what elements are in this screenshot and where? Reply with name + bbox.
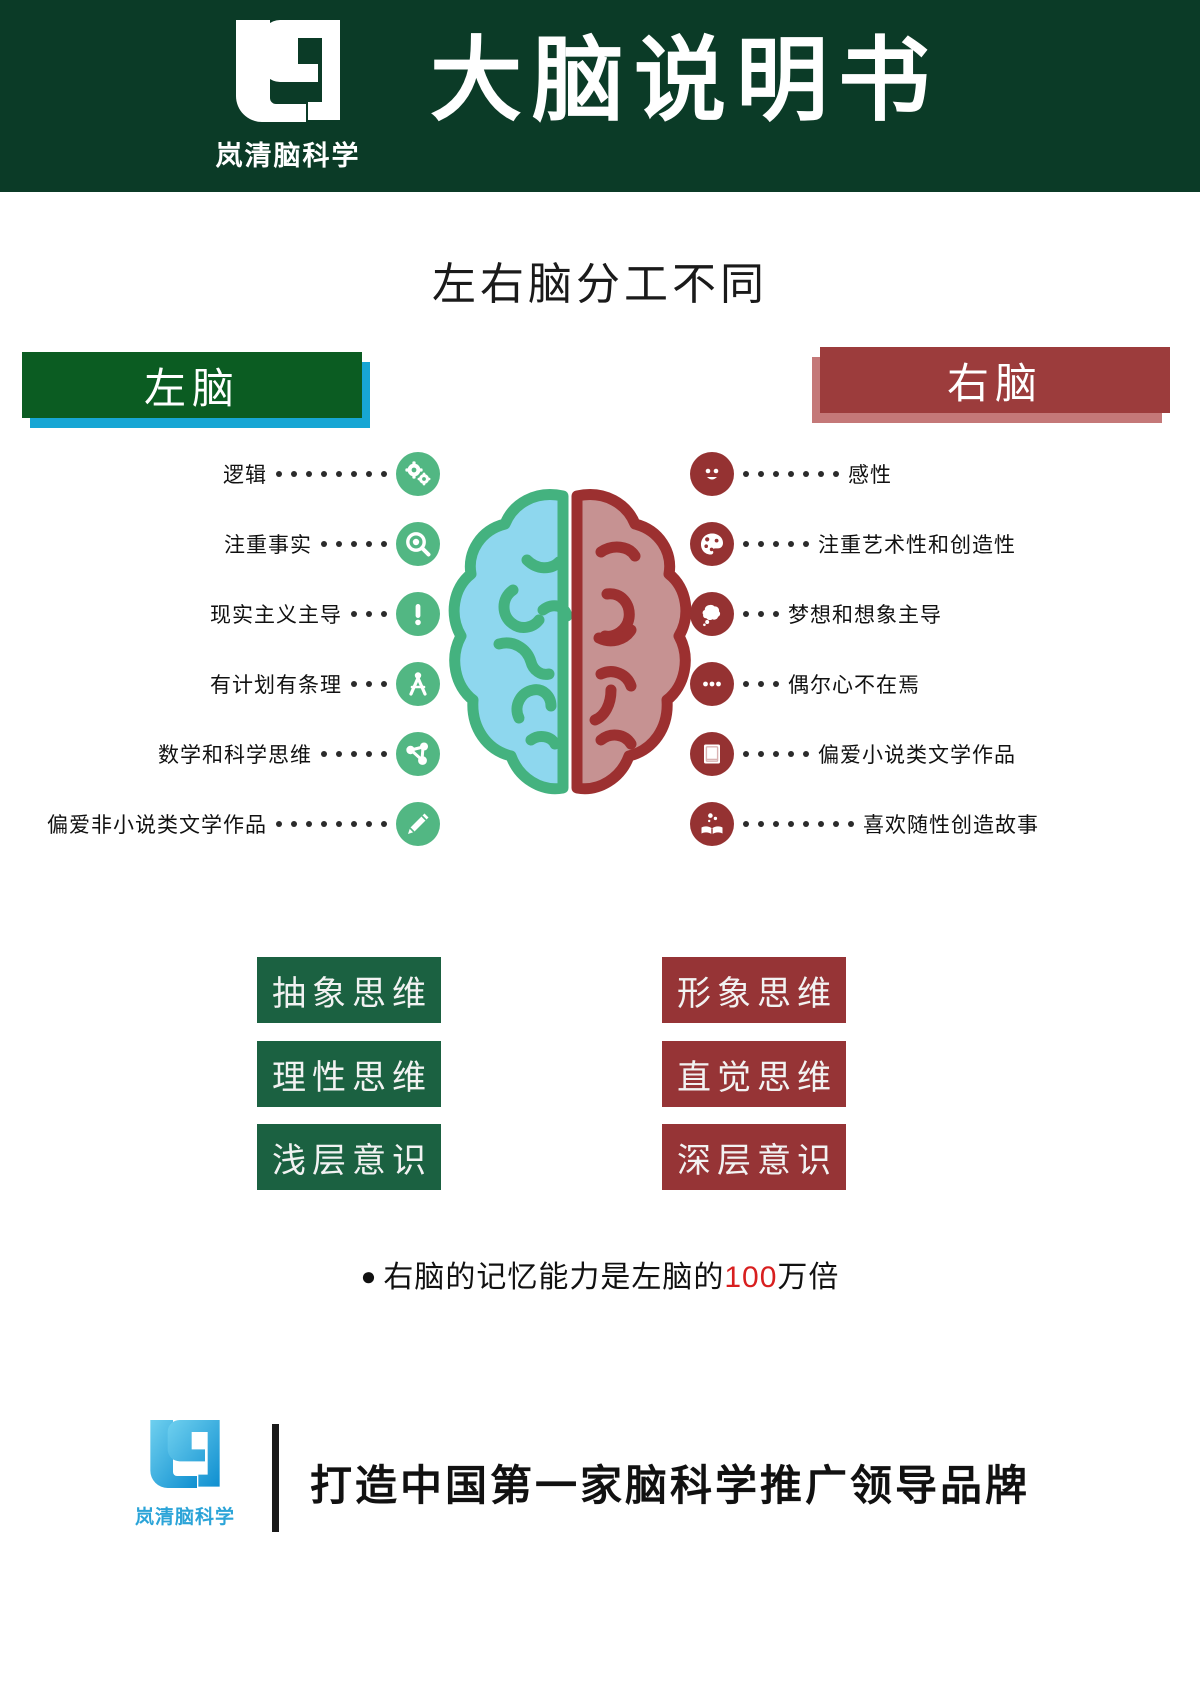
trait-label: 注重事实 — [224, 534, 312, 557]
trait-row: 喜欢随性创造故事 — [690, 790, 1190, 858]
trait-label: 偏爱小说类文学作品 — [818, 744, 1016, 767]
left-thinking-box: 理性思维 — [257, 1041, 441, 1107]
ellipsis-icon — [690, 662, 734, 706]
right-thinking-box: 直觉思维 — [662, 1041, 846, 1107]
footer-divider — [272, 1424, 279, 1532]
leader-dots — [743, 751, 809, 757]
trait-row: 偏爱非小说类文学作品 — [0, 790, 440, 858]
pencil-icon — [396, 802, 440, 846]
left-brain-traits: 逻辑 — [0, 440, 440, 860]
exclamation-icon — [396, 592, 440, 636]
page-title: 大脑说明书 — [430, 30, 941, 132]
trait-row: 数学和科学思维 — [0, 720, 440, 788]
trait-row: 感性 — [690, 440, 1190, 508]
open-book-icon — [690, 802, 734, 846]
trait-row: 偶尔心不在焉 — [690, 650, 1190, 718]
trait-row: 现实主义主导 — [0, 580, 440, 648]
leader-dots — [743, 681, 779, 687]
trait-label: 现实主义主导 — [210, 604, 342, 627]
trait-label: 偏爱非小说类文学作品 — [47, 814, 267, 837]
page-footer: 岚清脑科学 打造中国第一家脑科学推广领导品牌 — [0, 1400, 1200, 1590]
gears-icon — [396, 452, 440, 496]
trait-row: 注重艺术性和创造性 — [690, 510, 1190, 578]
leader-dots — [743, 471, 839, 477]
trait-label: 梦想和想象主导 — [788, 604, 942, 627]
trait-label: 注重艺术性和创造性 — [818, 534, 1016, 557]
leader-dots — [321, 541, 387, 547]
left-thinking-box: 抽象思维 — [257, 957, 441, 1023]
trait-label: 有计划有条理 — [210, 674, 342, 697]
trait-row: 注重事实 — [0, 510, 440, 578]
lq-monogram-logo-icon — [236, 20, 340, 122]
right-thinking-box: 深层意识 — [662, 1124, 846, 1190]
right-brain-traits: 感性 注重艺术性和创造性 — [690, 440, 1190, 860]
header-logo: 岚清脑科学 — [168, 12, 408, 184]
thought-cloud-icon — [690, 592, 734, 636]
bullet-icon: ● — [360, 1261, 378, 1291]
trait-label: 偶尔心不在焉 — [788, 674, 920, 697]
fact-highlight: 100 — [724, 1261, 778, 1294]
trait-label: 逻辑 — [223, 464, 267, 487]
leader-dots — [743, 611, 779, 617]
trait-label: 喜欢随性创造故事 — [863, 814, 1039, 837]
footer-slogan: 打造中国第一家脑科学推广领导品牌 — [310, 1462, 1031, 1509]
trait-row: 有计划有条理 — [0, 650, 440, 718]
leader-dots — [743, 541, 809, 547]
leader-dots — [276, 821, 387, 827]
left-brain-banner-label: 左脑 — [143, 364, 240, 412]
trait-row: 偏爱小说类文学作品 — [690, 720, 1190, 788]
footer-logo: 岚清脑科学 — [120, 1412, 250, 1552]
memory-fact-line: ●右脑的记忆能力是左脑的100万倍 — [0, 1252, 1200, 1296]
right-thinking-box: 形象思维 — [662, 957, 846, 1023]
section-subtitle: 左右脑分工不同 — [432, 260, 768, 309]
trait-label: 数学和科学思维 — [158, 744, 312, 767]
right-brain-banner: 右脑 — [820, 347, 1170, 413]
trait-row: 逻辑 — [0, 440, 440, 508]
magnifier-icon — [396, 522, 440, 566]
left-brain-banner: 左脑 — [22, 352, 362, 418]
palette-icon — [690, 522, 734, 566]
book-closed-icon — [690, 732, 734, 776]
right-brain-banner-label: 右脑 — [946, 359, 1043, 407]
split-brain-icon — [448, 489, 692, 795]
leader-dots — [276, 471, 387, 477]
leader-dots — [743, 821, 854, 827]
footer-brand-name: 岚清脑科学 — [134, 1507, 235, 1528]
network-share-icon — [396, 732, 440, 776]
trait-label: 感性 — [848, 464, 892, 487]
compass-icon — [396, 662, 440, 706]
lq-monogram-logo-blue-icon — [150, 1420, 220, 1488]
page-header: 岚清脑科学 大脑说明书 — [0, 0, 1200, 192]
smiley-face-icon — [690, 452, 734, 496]
leader-dots — [321, 751, 387, 757]
fact-suffix: 万倍 — [777, 1261, 840, 1294]
fact-prefix: 右脑的记忆能力是左脑的 — [383, 1261, 725, 1294]
trait-row: 梦想和想象主导 — [690, 580, 1190, 648]
left-thinking-box: 浅层意识 — [257, 1124, 441, 1190]
header-brand-name: 岚清脑科学 — [215, 141, 361, 171]
thinking-mode-boxes: 抽象思维 理性思维 浅层意识 形象思维 直觉思维 深层意识 — [0, 950, 1200, 1220]
leader-dots — [351, 611, 387, 617]
leader-dots — [351, 681, 387, 687]
